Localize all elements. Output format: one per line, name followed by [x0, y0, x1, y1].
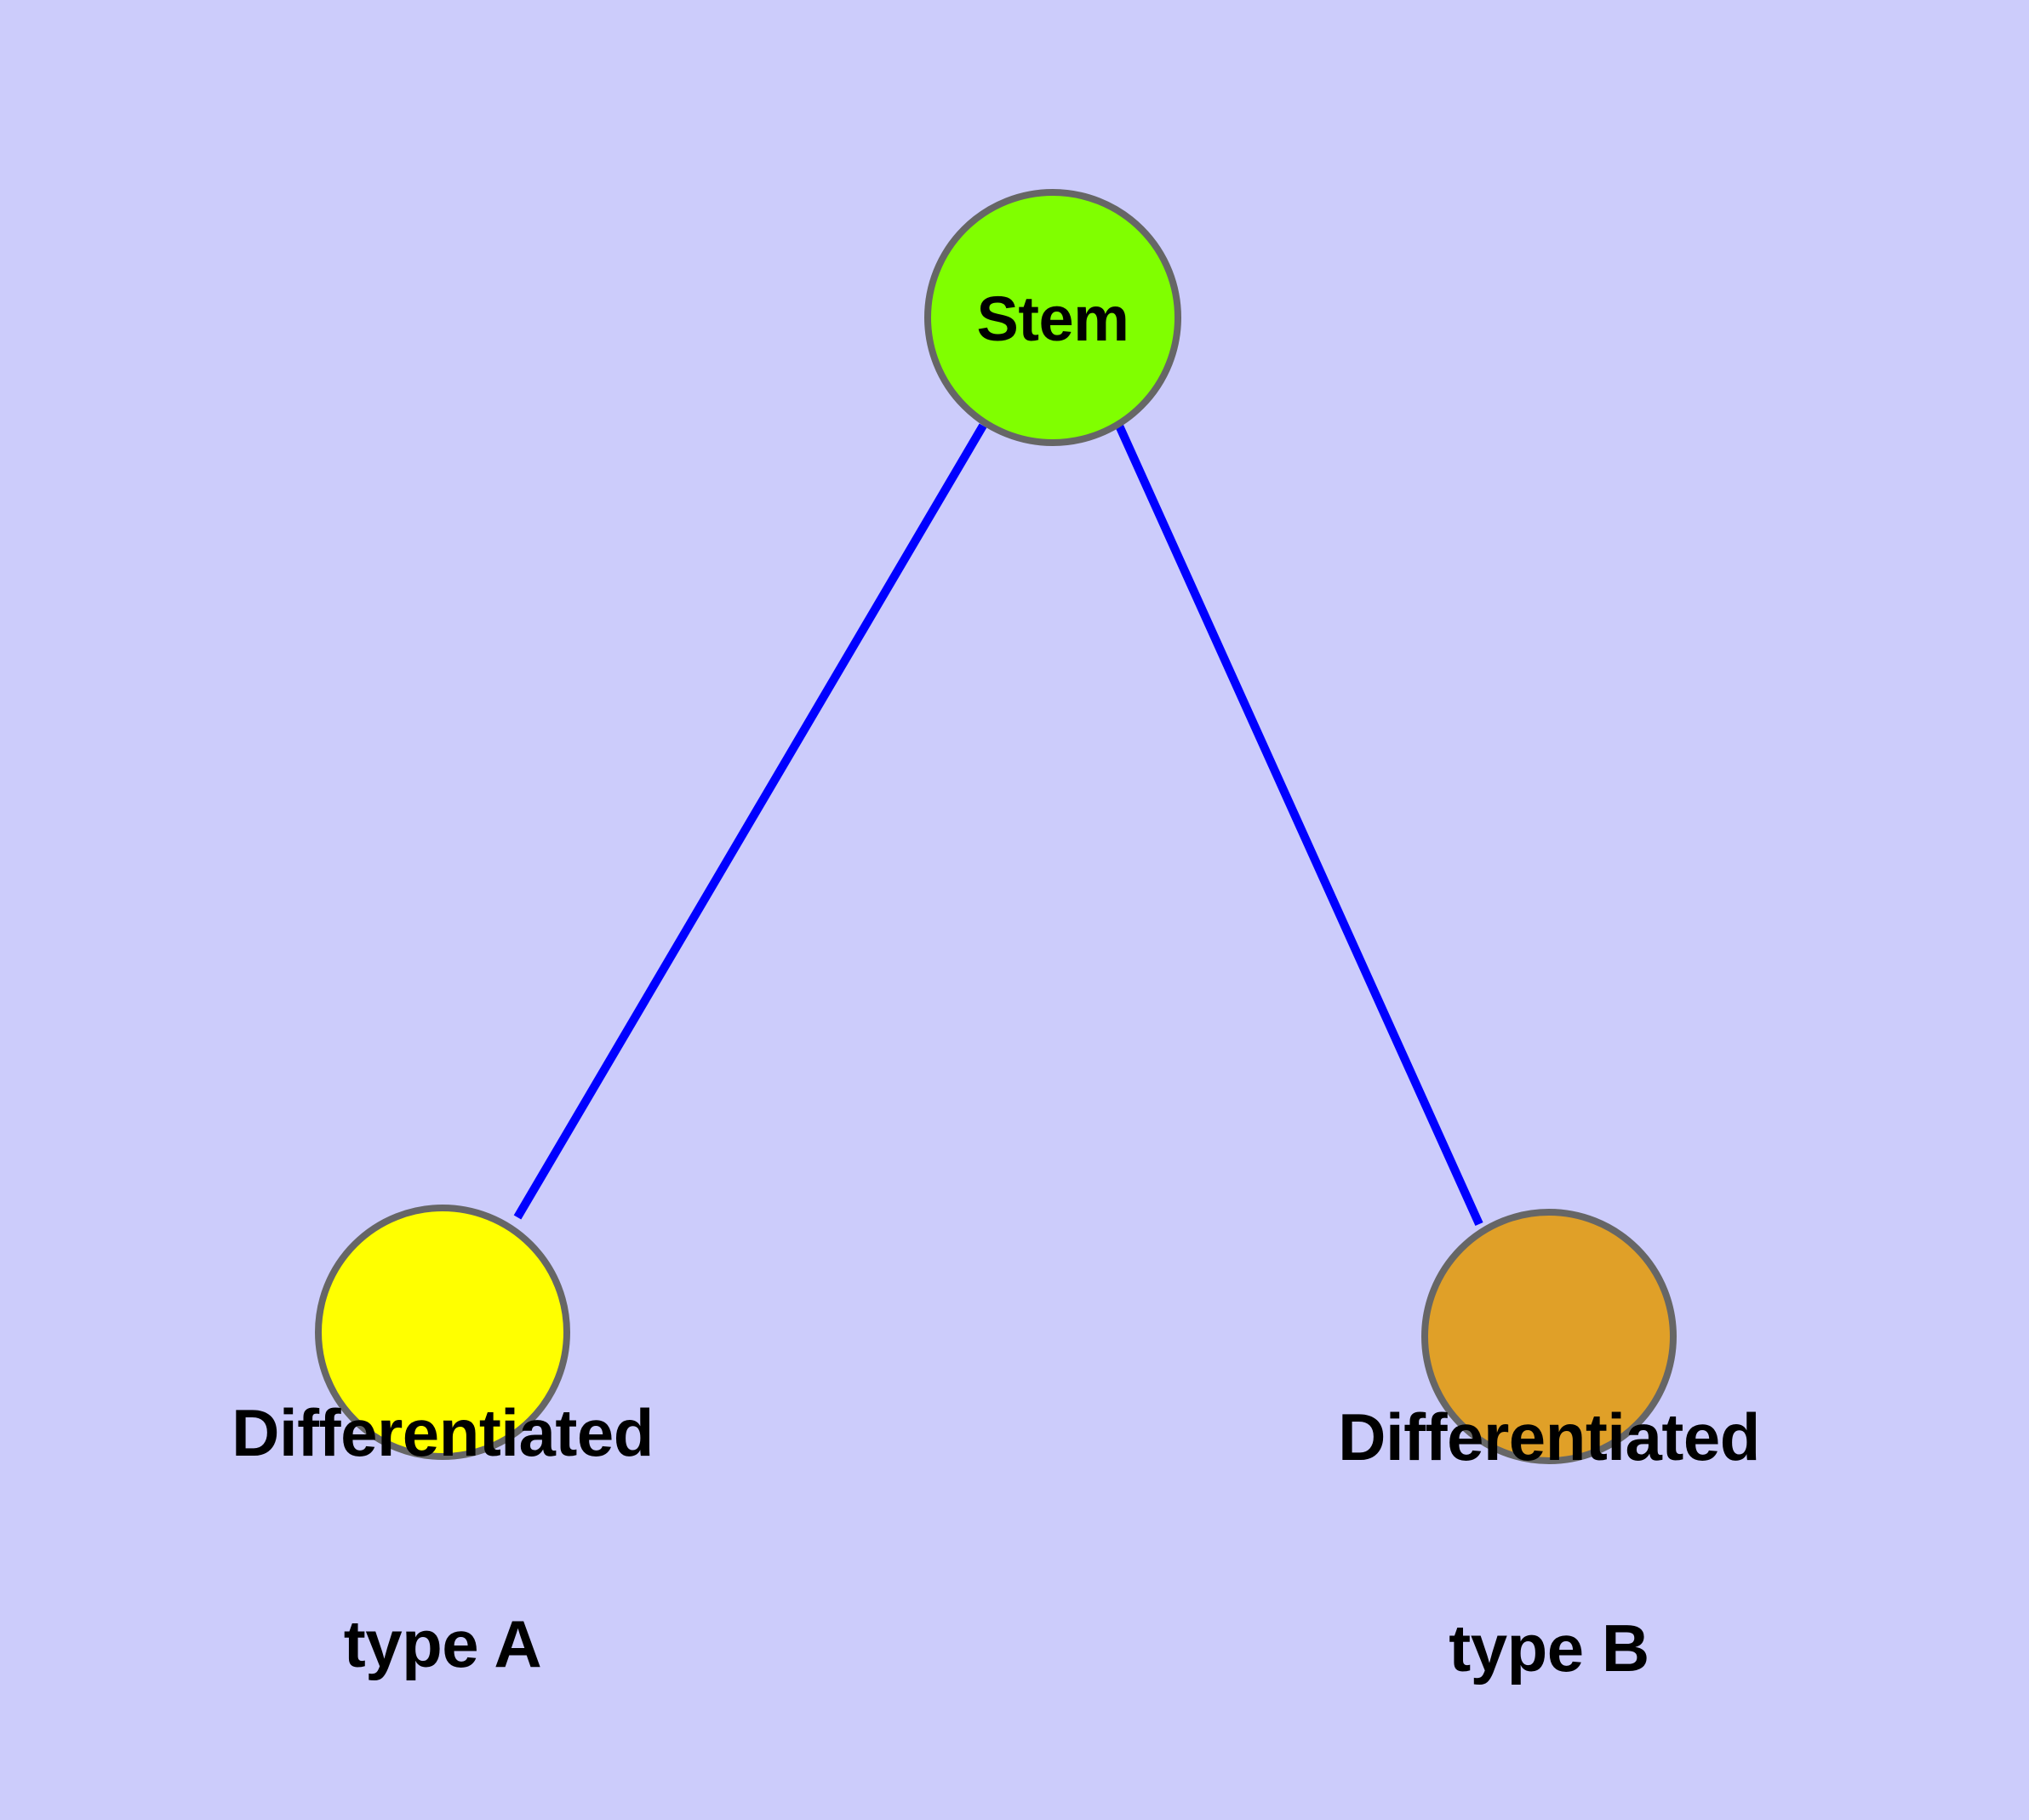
edges-layer	[513, 423, 1483, 1227]
node-circle-stem[interactable]	[924, 189, 1181, 446]
edge-stem-to-diff-b[interactable]	[1115, 423, 1483, 1227]
node-circle-diff-a[interactable]	[315, 1205, 570, 1460]
node-circle-diff-b[interactable]	[1421, 1209, 1677, 1464]
edge-stem-to-diff-a[interactable]	[513, 423, 987, 1220]
nodes-layer	[315, 189, 1677, 1464]
